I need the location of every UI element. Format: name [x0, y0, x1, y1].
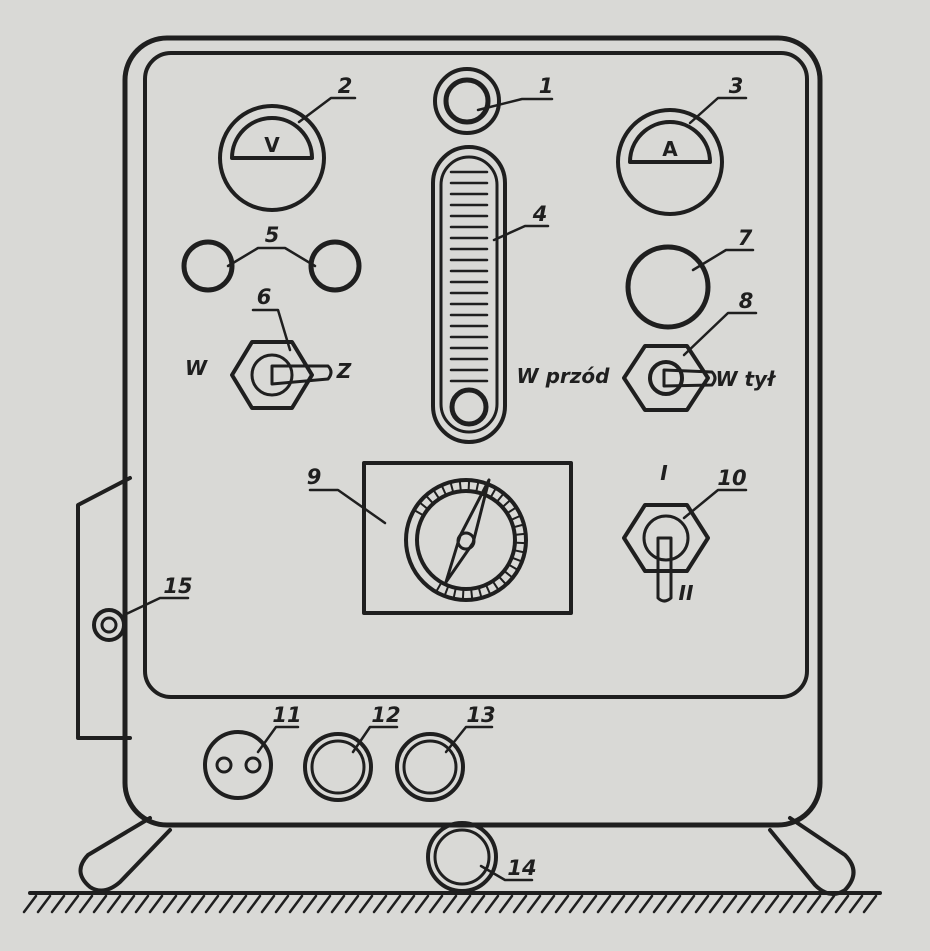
- toggle-switch-10[interactable]: [622, 503, 710, 603]
- switch6-left-label: W: [185, 356, 208, 380]
- left-leg: [78, 816, 172, 893]
- socket-11[interactable]: [203, 730, 273, 800]
- switch-labels: W Z W przód W tył I II: [185, 356, 777, 605]
- callout-10: 10: [717, 466, 746, 490]
- switch10-top-label: I: [660, 461, 668, 485]
- toggle-switch-8[interactable]: [622, 344, 717, 412]
- switch10-bottom-label: II: [679, 581, 694, 605]
- ammeter: A: [616, 108, 724, 216]
- callout-numbers: 1 2 3 4 5 6 7 8 9 10 15 11 12 13 14: [163, 74, 753, 880]
- callout-6: 6: [257, 285, 272, 309]
- lamp-5-left: [181, 239, 235, 293]
- toggle-switch-6[interactable]: [230, 340, 333, 410]
- callout-11: 11: [272, 703, 301, 727]
- right-leg: [768, 816, 856, 896]
- indicator-lamp-1: [433, 67, 501, 135]
- voltmeter-symbol: V: [264, 133, 280, 157]
- callout-5: 5: [265, 223, 280, 247]
- switch6-right-label: Z: [336, 359, 352, 383]
- callout-12: 12: [371, 703, 400, 727]
- lamp-5-right: [308, 239, 362, 293]
- callout-1: 1: [539, 74, 554, 98]
- side-box: [76, 476, 132, 740]
- stand-legs: [78, 816, 856, 896]
- socket-12[interactable]: [303, 732, 373, 802]
- indicator-lamp-pair: [181, 239, 362, 293]
- callout-4: 4: [532, 202, 548, 226]
- dial-needle: [444, 478, 491, 584]
- ammeter-symbol: A: [662, 137, 678, 161]
- dial-window: [362, 461, 573, 615]
- callout-2: 2: [338, 74, 353, 98]
- switch8-left-label: W przód: [517, 364, 611, 388]
- ground: [22, 891, 882, 914]
- callout-3: 3: [729, 74, 744, 98]
- side-indicator-15: [92, 608, 126, 642]
- vertical-scale-indicator: [431, 145, 507, 444]
- callout-8: 8: [739, 289, 754, 313]
- scale-ticks: [449, 170, 489, 383]
- callout-leaders: [122, 96, 758, 882]
- callout-14: 14: [507, 856, 536, 880]
- callout-13: 13: [466, 703, 495, 727]
- callout-15: 15: [163, 574, 192, 598]
- switch8-right-label: W tył: [715, 367, 777, 391]
- callout-7: 7: [738, 226, 753, 250]
- socket-13[interactable]: [395, 732, 465, 802]
- ground-hatching: [22, 894, 878, 914]
- callout-9: 9: [307, 465, 322, 489]
- voltmeter: V: [218, 104, 326, 212]
- indicator-lamp-7: [625, 244, 711, 330]
- front-panel: [143, 51, 809, 699]
- bottom-connector-14: [426, 821, 498, 893]
